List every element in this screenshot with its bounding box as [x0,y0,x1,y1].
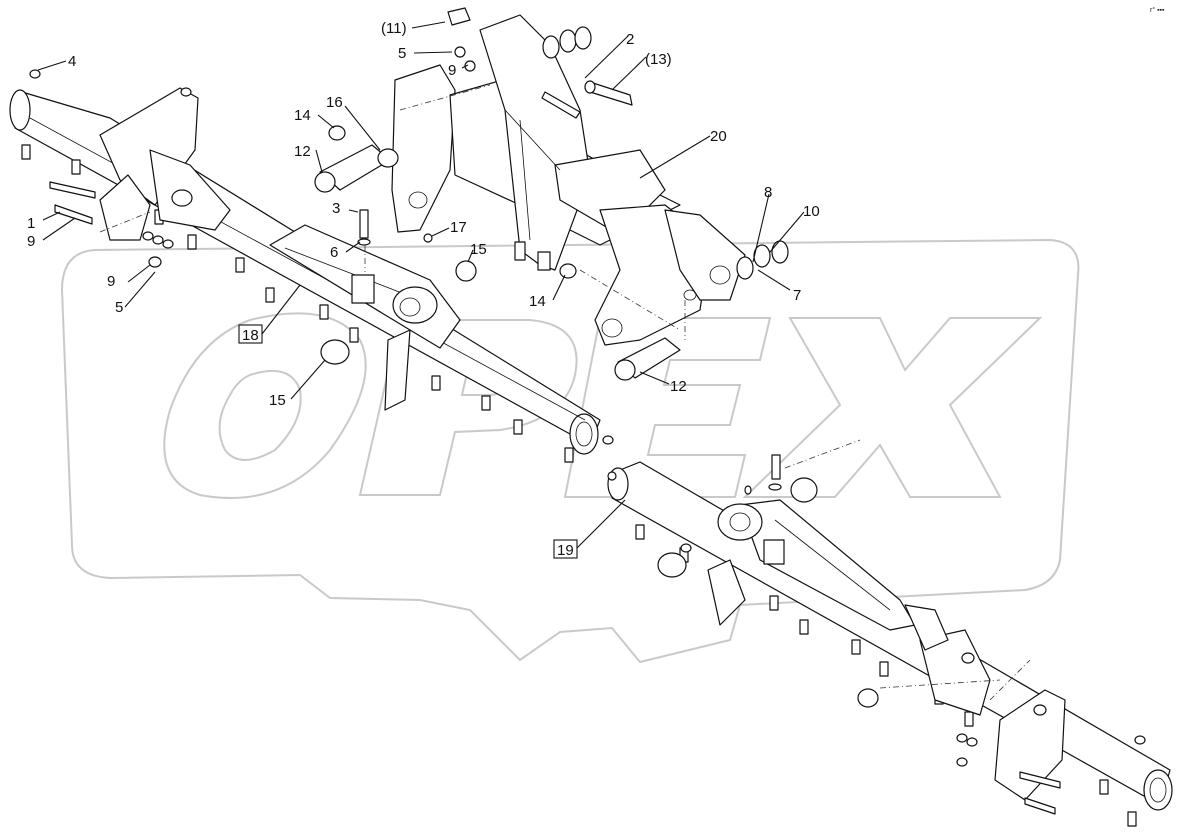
callout-18: 18 [242,327,259,344]
callout-2: 2 [626,31,634,48]
callout-3: 3 [332,200,340,217]
bracket-18 [269,224,461,411]
callout-labels: (11) 2 (13) 5 9 4 16 14 12 20 3 17 6 15 … [27,6,1165,559]
leader-lines [37,21,805,550]
left-mount-plates [99,87,231,241]
callout-1: 1 [27,215,35,232]
watermark-letter-x [742,317,1043,498]
bracket-19 [657,454,916,631]
left-hardware [29,69,174,268]
alignment-lines [99,84,1031,701]
callout-12: 12 [294,143,311,160]
callout-9: 9 [107,273,115,290]
callout-17: 17 [450,219,467,236]
right-mount-plates [602,435,1146,815]
callout-4: 4 [68,53,76,70]
watermark-letter-e [563,317,772,498]
callout-15: 15 [269,392,286,409]
callout-20: 20 [710,128,727,145]
corner-mark: r° ▪▪▪ [1150,6,1165,14]
callout-10: 10 [803,203,820,220]
callout-11: (11) [381,20,407,37]
callout-13: (13) [645,51,672,68]
callout-19-box [553,539,578,559]
callout-16: 16 [326,94,343,111]
callout-6: 6 [330,244,338,261]
callout-18-box [238,324,263,344]
callout-5: 5 [398,45,406,62]
right-beam-tube [607,461,1173,811]
callout-15: 15 [470,241,487,258]
callout-14: 14 [294,107,311,124]
callout-9: 9 [448,62,456,79]
callout-12: 12 [670,378,687,395]
callout-8: 8 [764,184,772,201]
callout-7: 7 [793,287,801,304]
callout-9: 9 [27,233,35,250]
center-small-parts [314,7,681,381]
callout-19: 19 [557,542,574,559]
center-frame-20 [391,14,746,346]
watermark-gear-outline [60,238,1080,664]
snap-rings [542,26,789,280]
callout-14: 14 [529,293,546,310]
callout-5: 5 [115,299,123,316]
